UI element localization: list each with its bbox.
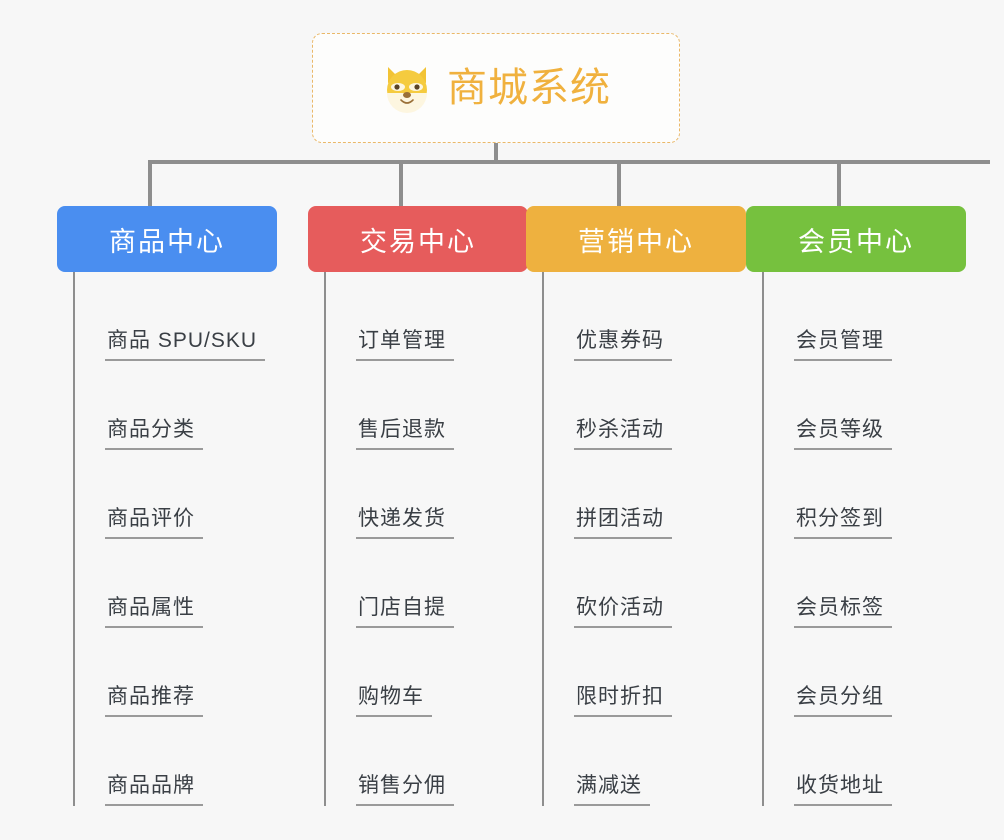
leaf-label: 砍价活动	[574, 595, 672, 628]
list-item[interactable]: 商品评价	[75, 450, 277, 539]
category-label: 营销中心	[578, 226, 694, 257]
connector-root-stem	[494, 143, 498, 163]
connector-drop-3	[617, 160, 621, 206]
leaf-label: 商品评价	[105, 506, 203, 539]
leaf-label: 拼团活动	[574, 506, 672, 539]
category-column-1: 商品中心 商品 SPU/SKU 商品分类 商品评价 商品属性 商品推荐 商品品牌	[57, 206, 277, 806]
leaf-label: 积分签到	[794, 506, 892, 539]
leaf-label: 销售分佣	[356, 773, 454, 806]
list-item[interactable]: 会员管理	[764, 272, 966, 361]
leaf-label: 商品推荐	[105, 684, 203, 717]
list-item[interactable]: 售后退款	[326, 361, 528, 450]
category-header-4[interactable]: 会员中心	[746, 206, 966, 272]
list-item[interactable]: 拼团活动	[544, 450, 746, 539]
list-item[interactable]: 商品属性	[75, 539, 277, 628]
leaf-label: 购物车	[356, 684, 432, 717]
category-column-4: 会员中心 会员管理 会员等级 积分签到 会员标签 会员分组 收货地址	[746, 206, 966, 806]
list-item[interactable]: 销售分佣	[326, 717, 528, 806]
leaf-label: 秒杀活动	[574, 417, 672, 450]
leaf-label: 会员分组	[794, 684, 892, 717]
leaf-list-3: 优惠券码 秒杀活动 拼团活动 砍价活动 限时折扣 满减送	[542, 272, 746, 806]
list-item[interactable]: 收货地址	[764, 717, 966, 806]
leaf-label: 收货地址	[794, 773, 892, 806]
connector-drop-2	[399, 160, 403, 206]
leaf-label: 满减送	[574, 773, 650, 806]
leaf-label: 会员管理	[794, 328, 892, 361]
leaf-label: 订单管理	[356, 328, 454, 361]
category-header-1[interactable]: 商品中心	[57, 206, 277, 272]
leaf-label: 商品分类	[105, 417, 203, 450]
dog-face-icon	[387, 67, 427, 113]
list-item[interactable]: 商品分类	[75, 361, 277, 450]
leaf-label: 商品 SPU/SKU	[105, 328, 266, 361]
leaf-label: 快递发货	[356, 506, 454, 539]
category-column-2: 交易中心 订单管理 售后退款 快递发货 门店自提 购物车 销售分佣	[308, 206, 528, 806]
list-item[interactable]: 商品 SPU/SKU	[75, 272, 277, 361]
list-item[interactable]: 购物车	[326, 628, 528, 717]
leaf-label: 会员标签	[794, 595, 892, 628]
root-node[interactable]: 商城系统	[312, 33, 680, 143]
list-item[interactable]: 订单管理	[326, 272, 528, 361]
list-item[interactable]: 商品推荐	[75, 628, 277, 717]
leaf-list-1: 商品 SPU/SKU 商品分类 商品评价 商品属性 商品推荐 商品品牌	[73, 272, 277, 806]
list-item[interactable]: 满减送	[544, 717, 746, 806]
category-label: 交易中心	[360, 226, 476, 257]
leaf-list-2: 订单管理 售后退款 快递发货 门店自提 购物车 销售分佣	[324, 272, 528, 806]
category-label: 会员中心	[798, 226, 914, 257]
connector-drop-1	[148, 160, 152, 206]
leaf-label: 限时折扣	[574, 684, 672, 717]
leaf-label: 门店自提	[356, 595, 454, 628]
list-item[interactable]: 商品品牌	[75, 717, 277, 806]
leaf-label: 会员等级	[794, 417, 892, 450]
category-header-3[interactable]: 营销中心	[526, 206, 746, 272]
list-item[interactable]: 优惠券码	[544, 272, 746, 361]
leaf-label: 商品属性	[105, 595, 203, 628]
connector-drop-4	[837, 160, 841, 206]
category-header-2[interactable]: 交易中心	[308, 206, 528, 272]
leaf-label: 商品品牌	[105, 773, 203, 806]
category-column-3: 营销中心 优惠券码 秒杀活动 拼团活动 砍价活动 限时折扣 满减送	[526, 206, 746, 806]
list-item[interactable]: 砍价活动	[544, 539, 746, 628]
list-item[interactable]: 限时折扣	[544, 628, 746, 717]
list-item[interactable]: 会员等级	[764, 361, 966, 450]
leaf-label: 优惠券码	[574, 328, 672, 361]
list-item[interactable]: 会员标签	[764, 539, 966, 628]
list-item[interactable]: 秒杀活动	[544, 361, 746, 450]
category-label: 商品中心	[109, 226, 225, 257]
list-item[interactable]: 快递发货	[326, 450, 528, 539]
list-item[interactable]: 积分签到	[764, 450, 966, 539]
connector-horizontal-bus	[148, 160, 990, 164]
root-title: 商城系统	[447, 66, 611, 110]
leaf-label: 售后退款	[356, 417, 454, 450]
list-item[interactable]: 会员分组	[764, 628, 966, 717]
leaf-list-4: 会员管理 会员等级 积分签到 会员标签 会员分组 收货地址	[762, 272, 966, 806]
list-item[interactable]: 门店自提	[326, 539, 528, 628]
